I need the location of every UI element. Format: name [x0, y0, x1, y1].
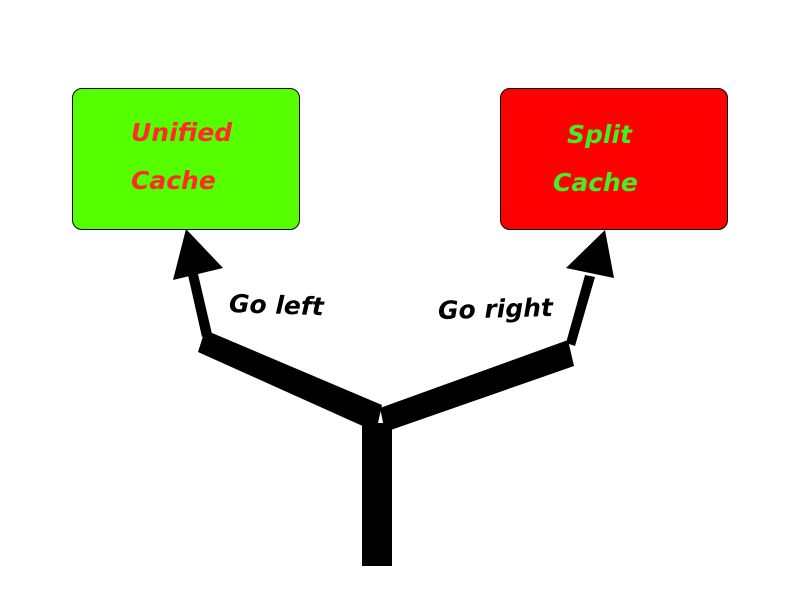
unified-cache-label-line1: Unified [131, 118, 233, 147]
split-cache-label-line2: Cache [553, 168, 638, 197]
left-arrow-shaft [188, 274, 212, 337]
unified-cache-box: Unified Cache [72, 88, 300, 230]
split-cache-box: Split Cache [500, 88, 728, 230]
split-cache-label-line1: Split [567, 120, 632, 149]
left-branch [198, 330, 382, 432]
unified-cache-label: Unified Cache [131, 109, 232, 205]
split-cache-label: Split Cache [553, 111, 638, 207]
right-arrowhead [566, 230, 614, 278]
fork-trunk [362, 423, 392, 566]
go-left-label: Go left [228, 289, 325, 322]
left-arrowhead [173, 229, 223, 280]
right-arrow-shaft [566, 275, 595, 346]
unified-cache-label-line2: Cache [131, 166, 216, 195]
go-right-label: Go right [437, 292, 554, 325]
right-branch [380, 340, 574, 432]
